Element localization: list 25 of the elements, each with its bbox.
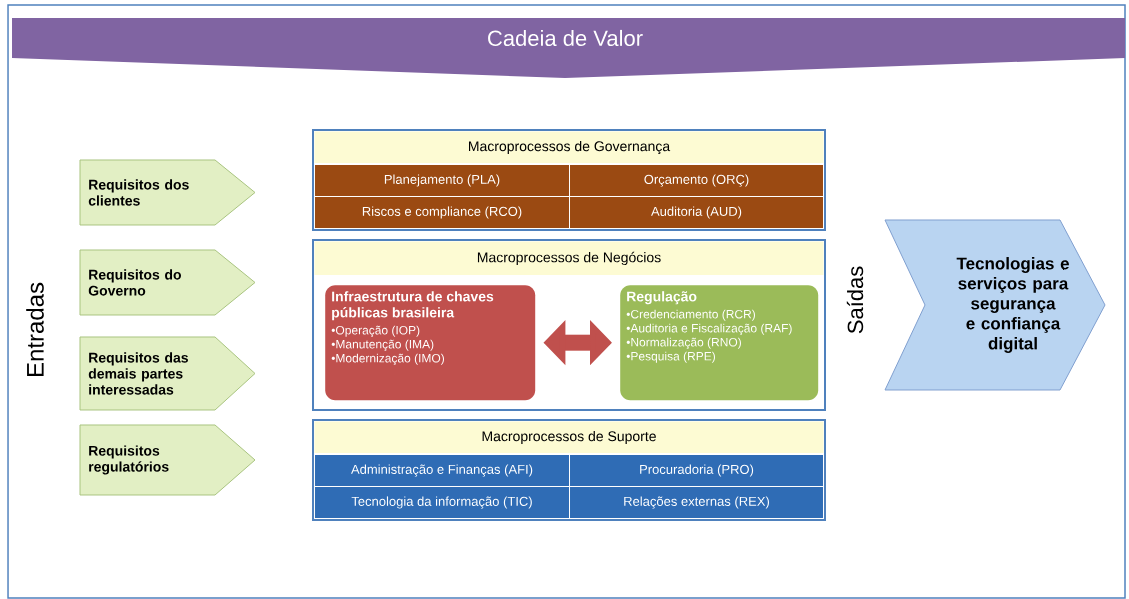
process-bar: Relações externas (REX)	[570, 487, 823, 518]
side-label: Saídas	[846, 266, 864, 334]
node-label: Tecnologia da informação (TIC)	[351, 496, 532, 509]
process-bar: Tecnologia da informação (TIC)	[315, 487, 569, 518]
node-label: Administração e Finanças (AFI)	[351, 464, 533, 477]
input-tag: Requisitos do Governo	[79, 249, 256, 316]
node-label: Auditoria (AUD)	[651, 206, 742, 219]
process-bar: Procuradoria (PRO)	[570, 455, 823, 486]
input-tag: Requisitos dos clientes	[79, 159, 256, 226]
node-label: Procuradoria (PRO)	[640, 464, 754, 477]
process-box: Infraestrutura de chaves públicas brasileira •Operação (IOP) •Manutenção (IMA) •Modernização (IMO)	[325, 285, 536, 401]
process-bar: Orçamento (ORÇ)	[570, 165, 823, 196]
process-bar: Administração e Finanças (AFI)	[315, 455, 569, 486]
input-tag: Requisitos das demais partes interessadas	[79, 336, 256, 411]
input-tag: Requisitos regulatórios	[79, 424, 256, 496]
node-label: Relações externas (REX)	[624, 496, 770, 509]
process-box: Regulação •Credenciamento (RCR) •Auditoria e Fiscalização (RAF) •Normalização (RNO) •Pesquisa (RPE)	[620, 285, 819, 401]
process-bar: Planejamento (PLA)	[315, 165, 569, 196]
node-label: Riscos e compliance (RCO)	[362, 206, 522, 219]
process-bar: Auditoria (AUD)	[570, 197, 823, 228]
node-label: Orçamento (ORÇ)	[644, 174, 749, 187]
title-banner: Cadeia de Valor	[12, 18, 1125, 78]
process-bar: Riscos e compliance (RCO)	[315, 197, 569, 228]
side-label: Entradas	[26, 282, 44, 377]
node-label: Planejamento (PLA)	[384, 174, 500, 187]
